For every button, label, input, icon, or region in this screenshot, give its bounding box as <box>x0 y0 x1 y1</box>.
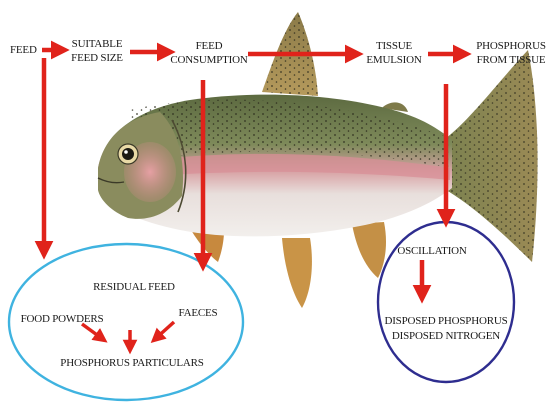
label-oscillation: OSCILLATION <box>386 244 478 258</box>
label-tissue-emulsion: TISSUE EMULSION <box>358 39 430 67</box>
label-feed: FEED <box>10 43 37 57</box>
label-suitable-feed-size: SUITABLE FEED SIZE <box>64 37 130 65</box>
arrow-faeces-to-particulars <box>154 322 174 340</box>
anal-fin <box>352 222 386 278</box>
label-residual-feed: RESIDUAL FEED <box>84 280 184 294</box>
label-faeces: FAECES <box>170 306 226 320</box>
label-feed-consumption: FEED CONSUMPTION <box>168 39 250 67</box>
label-disposed-nitrogen: DISPOSED NITROGEN <box>382 329 510 343</box>
label-phosphorus-from-tissue: PHOSPHORUS FROM TISSUE <box>472 39 550 67</box>
label-disposed-phosphorus: DISPOSED PHOSPHORUS <box>378 314 514 328</box>
pelvic-fin <box>282 238 312 308</box>
label-phosphorus-particulars: PHOSPHORUS PARTICULARS <box>44 356 220 370</box>
label-food-powders: FOOD POWDERS <box>14 312 110 326</box>
arrow-powders-to-particulars <box>82 324 104 340</box>
